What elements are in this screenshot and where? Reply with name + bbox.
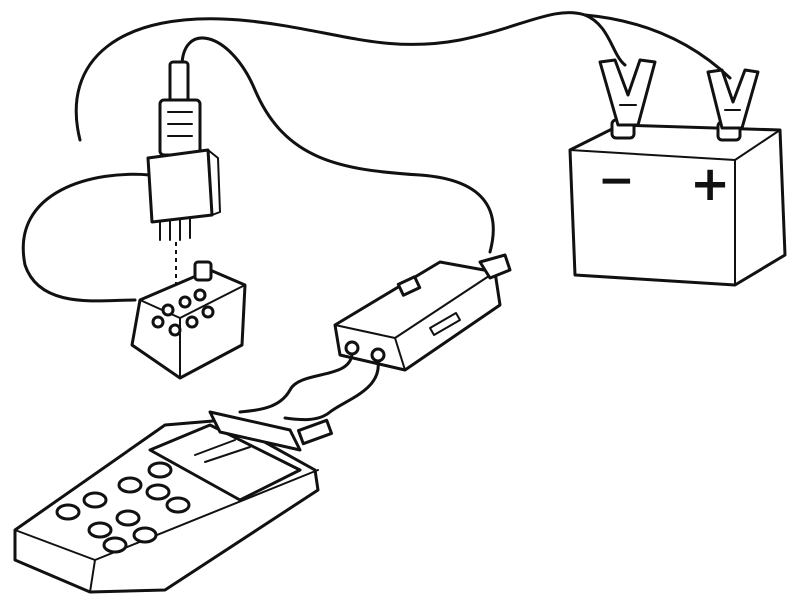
sensor-cable — [21, 172, 152, 303]
positive-clamp — [706, 68, 760, 130]
battery: − + — [568, 118, 787, 287]
handheld-tester — [13, 410, 333, 594]
control-unit-socket — [130, 260, 247, 380]
connector-plug — [146, 60, 221, 241]
tester-cable-b — [283, 359, 380, 422]
tester-display — [148, 423, 302, 502]
tester-plug-block — [208, 410, 302, 452]
interface-box — [333, 253, 512, 372]
negative-clamp — [598, 58, 657, 127]
battery-lead-branch — [583, 13, 732, 80]
battery-negative-symbol: − — [598, 155, 635, 206]
tester-cable-a — [238, 352, 354, 414]
interface-cable — [180, 36, 495, 254]
battery-positive-symbol: + — [690, 156, 730, 212]
interface-switch — [396, 275, 422, 297]
tester-keypad — [55, 461, 191, 554]
